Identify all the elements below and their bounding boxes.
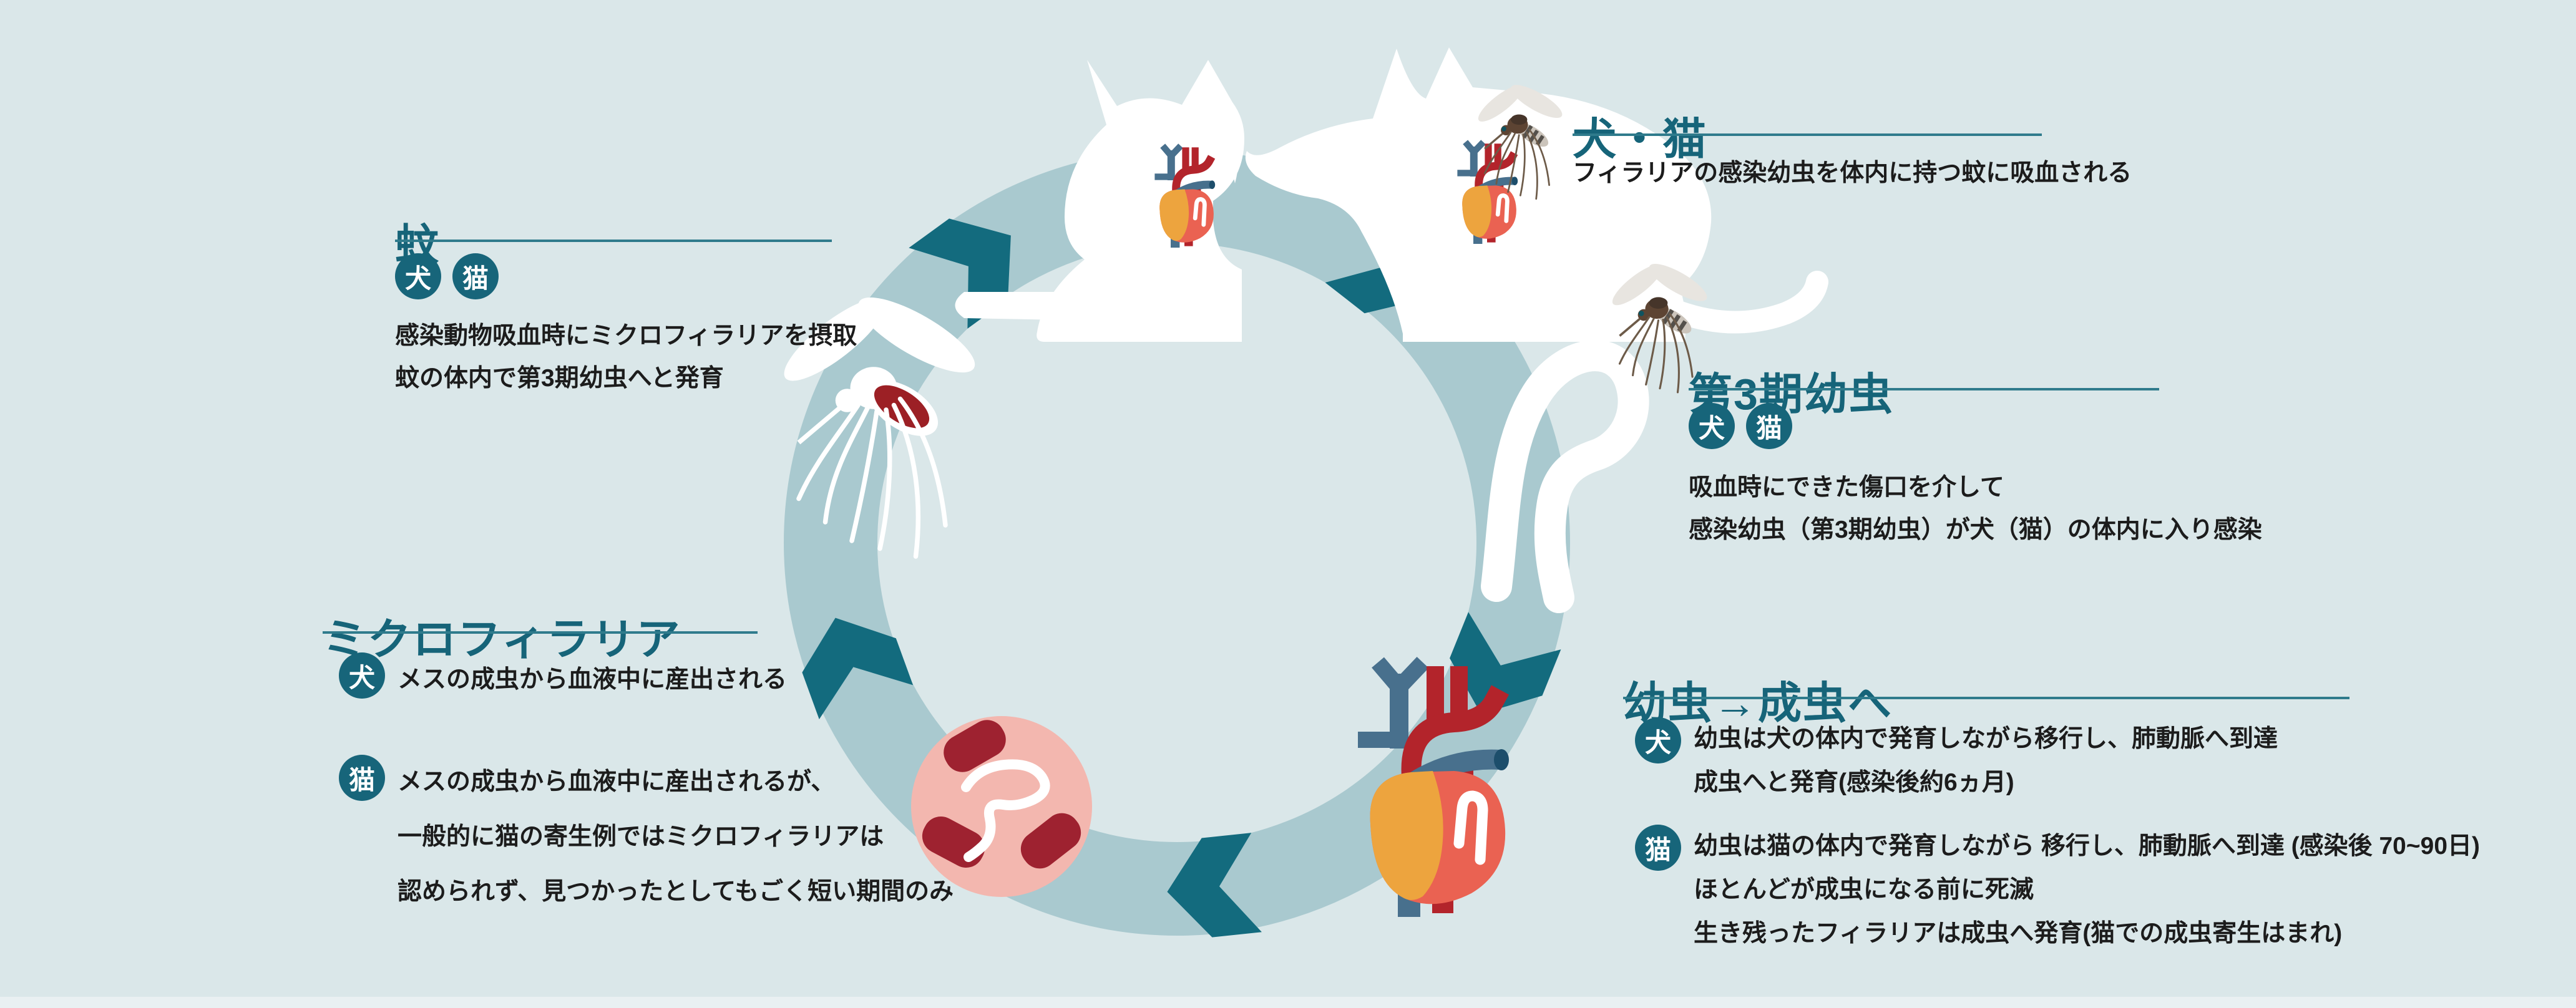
cycle-arrow-chevron	[1450, 612, 1561, 714]
text-line: 幼虫は猫の体内で発育しながら 移行し、肺動脈へ到達 (感染後 70~90日)	[1694, 833, 2481, 860]
text-line: 感染動物吸血時にミクロフィラリアを摂取	[395, 322, 857, 349]
heading-underline	[395, 240, 832, 242]
cat-item-text: メスの成虫から血液中に産出されるが、 一般的に猫の寄生例ではミクロフィラリアは …	[398, 755, 954, 919]
text-line: フィラリアの感染幼虫を体内に持つ蚊に吸血される	[1573, 160, 2132, 187]
cat-item-row: 猫 メスの成虫から血液中に産出されるが、 一般的に猫の寄生例ではミクロフィラリア…	[339, 755, 954, 919]
cat-badge: 猫	[1746, 403, 1792, 449]
cat-badge: 猫	[339, 755, 385, 801]
dog-item-row: 犬 メスの成虫から血液中に産出される	[339, 652, 787, 707]
text-line: 成虫へと発育(感染後約6ヵ月)	[1694, 769, 2014, 796]
heading-underline	[1623, 697, 2349, 699]
dog-badge: 犬	[339, 652, 385, 699]
heading-underline	[1573, 133, 2042, 136]
text-line: 蚊の体内で第3期幼虫へと発育	[395, 365, 724, 392]
dog-badge: 犬	[1689, 403, 1735, 449]
cat-badge: 猫	[452, 253, 499, 299]
dog-badge: 犬	[1635, 717, 1681, 763]
text-line: 感染幼虫（第3期幼虫）が犬（猫）の体内に入り感染	[1689, 516, 2262, 543]
cycle-arrow-chevron	[802, 618, 914, 720]
block-mosquito-text: 感染動物吸血時にミクロフィラリアを摂取 蚊の体内で第3期幼虫へと発育	[395, 315, 857, 400]
block-microfilaria-heading: ミクロフィラリア	[323, 615, 681, 664]
block-stage3-text: 吸血時にできた傷口を介して 感染幼虫（第3期幼虫）が犬（猫）の体内に入り感染	[1689, 467, 2262, 551]
cycle-arrow-chevron	[1167, 833, 1262, 938]
heading-underline	[1689, 388, 2159, 390]
text-line: ほとんどが成虫になる前に死滅	[1694, 876, 2034, 903]
badge-row: 犬 猫	[1689, 403, 1792, 449]
text-line: 認められず、見つかったとしてもごく短い期間のみ	[398, 878, 954, 905]
l3-larva-worm	[1481, 340, 1649, 613]
block-dog-cat-text: フィラリアの感染幼虫を体内に持つ蚊に吸血される	[1573, 152, 2132, 195]
dog-item-text: 幼虫は犬の体内で発育しながら移行し、肺動脈へ到達 成虫へと発育(感染後約6ヵ月)	[1694, 717, 2278, 805]
dog-item-row: 犬 幼虫は犬の体内で発育しながら移行し、肺動脈へ到達 成虫へと発育(感染後約6ヵ…	[1635, 717, 2278, 805]
text-line: メスの成虫から血液中に産出されるが、	[398, 768, 836, 795]
blood-vessel-circle	[911, 716, 1092, 897]
text-line: 幼虫は犬の体内で発育しながら移行し、肺動脈へ到達	[1694, 725, 2278, 752]
bottom-edge-strip	[0, 997, 2576, 1008]
cat-item-row: 猫 幼虫は猫の体内で発育しながら 移行し、肺動脈へ到達 (感染後 70~90日)…	[1635, 825, 2480, 956]
text-line: 生き残ったフィラリアは成虫へ発育(猫での成虫寄生はまれ)	[1694, 920, 2343, 947]
cat-silhouette	[955, 60, 1244, 342]
badge-row: 犬 猫	[395, 253, 499, 299]
cat-item-text: 幼虫は猫の体内で発育しながら 移行し、肺動脈へ到達 (感染後 70~90日) ほ…	[1694, 825, 2480, 956]
saliva-drip	[1231, 132, 1239, 183]
text-line: メスの成虫から血液中に産出される	[398, 666, 788, 693]
block-dog-cat-heading: 犬・猫	[1573, 115, 1707, 164]
text-line: 一般的に猫の寄生例ではミクロフィラリアは	[398, 823, 884, 850]
text-line: 吸血時にできた傷口を介して	[1689, 474, 2004, 501]
dog-item-text: メスの成虫から血液中に産出される	[398, 652, 787, 707]
cat-badge: 猫	[1635, 825, 1681, 871]
dog-badge: 犬	[395, 253, 441, 299]
microfilaria-worm	[961, 759, 1050, 862]
heading-underline	[323, 631, 758, 634]
